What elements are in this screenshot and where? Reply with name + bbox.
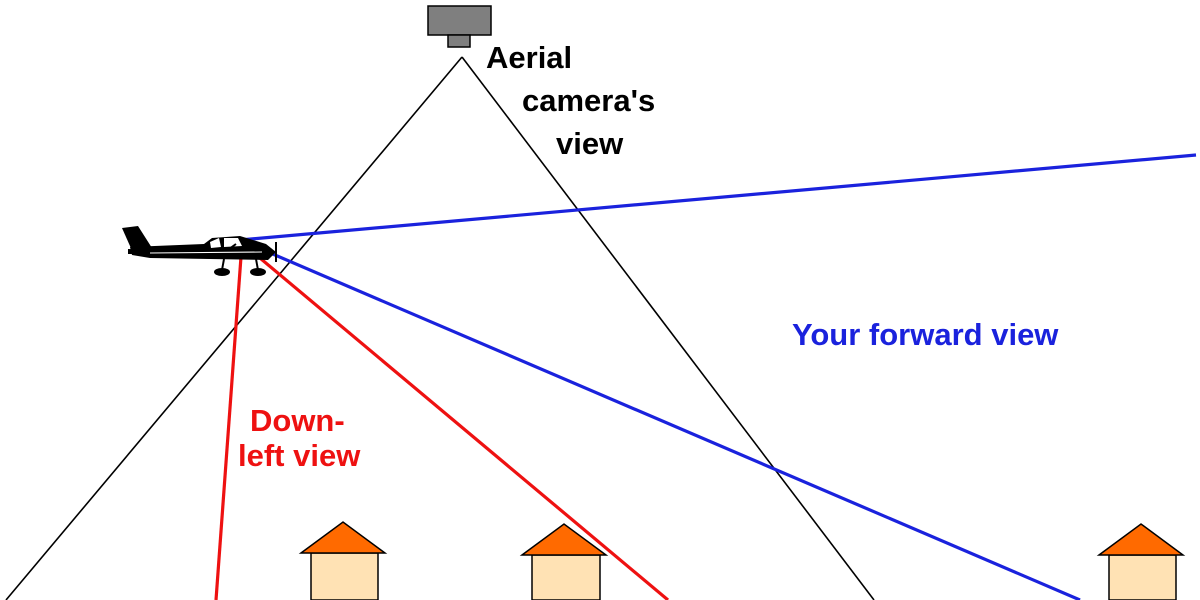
down-left-view-edge-1 — [214, 242, 244, 600]
down-left-view-edge-2 — [240, 241, 670, 600]
forward-view-upper-edge — [239, 153, 1197, 242]
down-left-view-label-line-2: left view — [238, 438, 361, 473]
house-icon — [298, 521, 388, 600]
camera-view-left-edge — [5, 56, 463, 600]
camera-view-label-line-2: camera's — [522, 83, 656, 118]
camera-view-label-line-1: Aerial — [486, 40, 573, 75]
camera-view-label-line-3: view — [556, 126, 624, 161]
small-airplane-icon — [122, 226, 277, 276]
house-icon — [519, 523, 609, 600]
house-icon — [1096, 523, 1186, 600]
down-left-view-label-line-1: Down- — [250, 403, 345, 438]
forward-view-lower-edge — [239, 238, 1081, 600]
camera-view-right-edge — [461, 56, 875, 600]
forward-view-label: Your forward view — [792, 317, 1059, 352]
aerial-camera-icon — [427, 5, 492, 48]
